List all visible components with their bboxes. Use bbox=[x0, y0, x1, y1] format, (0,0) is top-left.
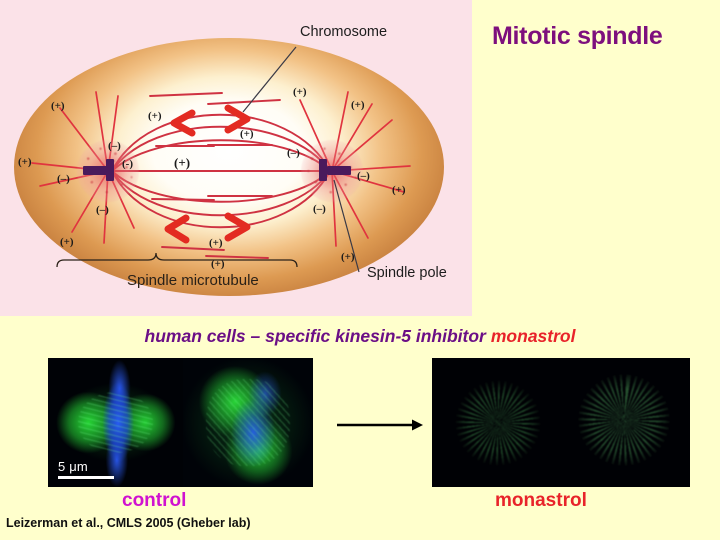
polarity-plus: (+) bbox=[209, 237, 223, 249]
polarity-plus: (+) bbox=[211, 258, 225, 270]
centriole-right-vertical bbox=[319, 159, 327, 181]
bipolar-spindle-image bbox=[183, 358, 313, 487]
polarity-minus: (–) bbox=[357, 170, 370, 182]
control-micrograph-1: 5 μm bbox=[48, 358, 183, 487]
polarity-minus: (–) bbox=[57, 173, 70, 185]
polarity-plus: (+) bbox=[392, 184, 406, 196]
page-title: Mitotic spindle bbox=[492, 22, 663, 50]
centriole-left-horizontal bbox=[83, 166, 107, 175]
experiment-caption: human cells – specific kinesin-5 inhibit… bbox=[0, 326, 720, 347]
polarity-plus: (+) bbox=[174, 155, 191, 170]
caption-drug-text: monastrol bbox=[490, 326, 576, 346]
polarity-plus: (+) bbox=[18, 156, 32, 168]
right-arrow-icon bbox=[337, 419, 423, 431]
polarity-minus: (–) bbox=[108, 140, 121, 152]
condition-label-control: control bbox=[122, 490, 187, 511]
bipolar-spindle-image bbox=[48, 358, 183, 487]
monastrol-micrograph-1 bbox=[432, 358, 564, 487]
scale-bar-line bbox=[58, 476, 114, 479]
label-chromosome: Chromosome bbox=[300, 24, 388, 40]
centriole-right-horizontal bbox=[327, 166, 351, 175]
control-micrograph-group: 5 μm bbox=[48, 358, 313, 487]
label-spindle-pole: Spindle pole bbox=[367, 265, 447, 281]
monastrol-micrograph-group bbox=[432, 358, 690, 487]
control-micrograph-2 bbox=[183, 358, 313, 487]
polarity-plus: (+) bbox=[60, 236, 74, 248]
polarity-plus: (+) bbox=[341, 251, 355, 263]
polarity-minus: (–) bbox=[96, 204, 109, 216]
monastrol-micrograph-2 bbox=[564, 358, 690, 487]
caption-main-text: human cells – specific kinesin-5 inhibit… bbox=[144, 326, 486, 346]
polarity-minus: (–) bbox=[287, 147, 300, 159]
polarity-plus: (+) bbox=[51, 100, 65, 112]
radial-microtubule-rays bbox=[455, 379, 541, 466]
scale-bar-label: 5 μm bbox=[58, 459, 88, 475]
scale-bar: 5 μm bbox=[58, 460, 114, 479]
condition-label-monastrol: monastrol bbox=[495, 490, 587, 511]
polarity-minus-single: (-) bbox=[122, 158, 133, 170]
label-spindle-microtubule: Spindle microtubule bbox=[127, 272, 259, 289]
centriole-left-vertical bbox=[106, 159, 114, 181]
microtubule-striations bbox=[206, 378, 290, 467]
citation-text: Leizerman et al., CMLS 2005 (Gheber lab) bbox=[6, 516, 251, 530]
mitotic-spindle-diagram: (+) (+) (+) (–) (–) (–) (-) (+) (+) (+) … bbox=[0, 0, 472, 316]
polarity-minus: (–) bbox=[313, 203, 326, 215]
polarity-plus: (+) bbox=[240, 128, 254, 140]
radial-microtubule-rays bbox=[578, 373, 671, 466]
polarity-plus: (+) bbox=[148, 110, 162, 122]
microtubule-striations bbox=[77, 391, 154, 454]
polarity-plus: (+) bbox=[293, 86, 307, 98]
polarity-plus: (+) bbox=[351, 99, 365, 111]
